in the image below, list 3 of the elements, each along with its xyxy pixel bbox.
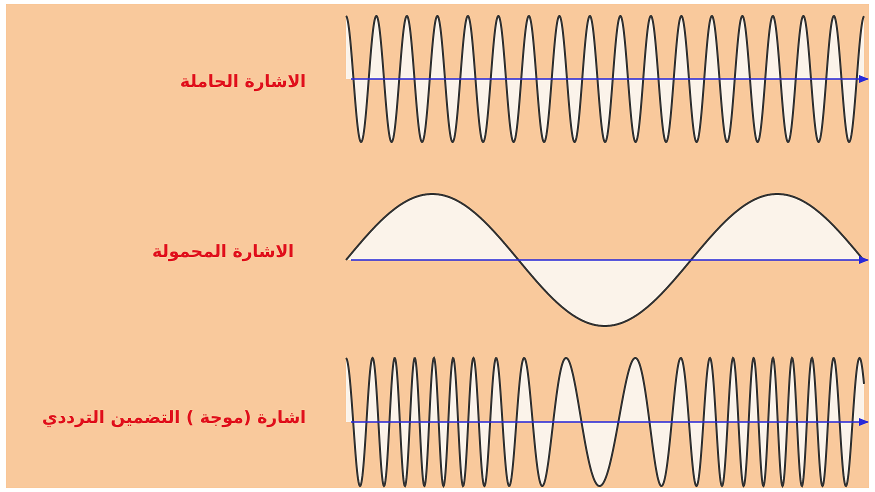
wave-label: الاشارة الحاملة	[180, 72, 306, 92]
wave-label: الاشارة المحمولة	[152, 242, 294, 262]
wave-label: اشارة (موجة ) التضمين الترددي	[42, 408, 306, 428]
